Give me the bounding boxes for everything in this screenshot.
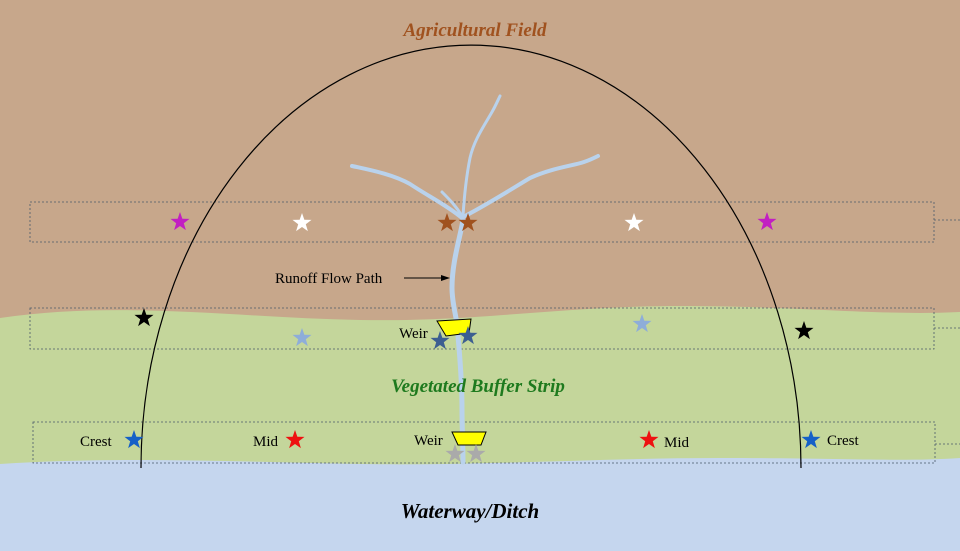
sampling-band-middle — [29, 307, 935, 350]
weir-lower-label: Weir — [414, 433, 443, 449]
runoff-flow-path-label: Runoff Flow Path — [275, 271, 383, 287]
waterway-title: Waterway/Ditch — [401, 499, 539, 523]
flow-branch-center — [461, 94, 502, 218]
crest-left-label: Crest — [80, 434, 112, 450]
agricultural-field-title: Agricultural Field — [402, 20, 547, 41]
flow-branch-right — [463, 154, 600, 218]
vegetated-buffer-title: Vegetated Buffer Strip — [391, 376, 565, 397]
weir-lower-shape — [451, 431, 487, 446]
mid-left-label: Mid — [253, 434, 279, 450]
runoff-flow-path — [350, 94, 600, 465]
waterway-zone — [0, 458, 960, 551]
flow-main-channel — [449, 217, 466, 465]
weir-upper-label: Weir — [399, 326, 428, 342]
sampling-band-upper — [29, 201, 935, 243]
mid-right-label: Mid — [664, 435, 690, 451]
flow-branch-left — [350, 164, 464, 220]
sampling-band-lower — [32, 421, 936, 464]
catchment-boundary-arc — [140, 44, 802, 469]
flow-branch-left-mid — [440, 190, 464, 218]
runoff-arrow-head — [441, 275, 450, 281]
crest-right-label: Crest — [827, 433, 859, 449]
